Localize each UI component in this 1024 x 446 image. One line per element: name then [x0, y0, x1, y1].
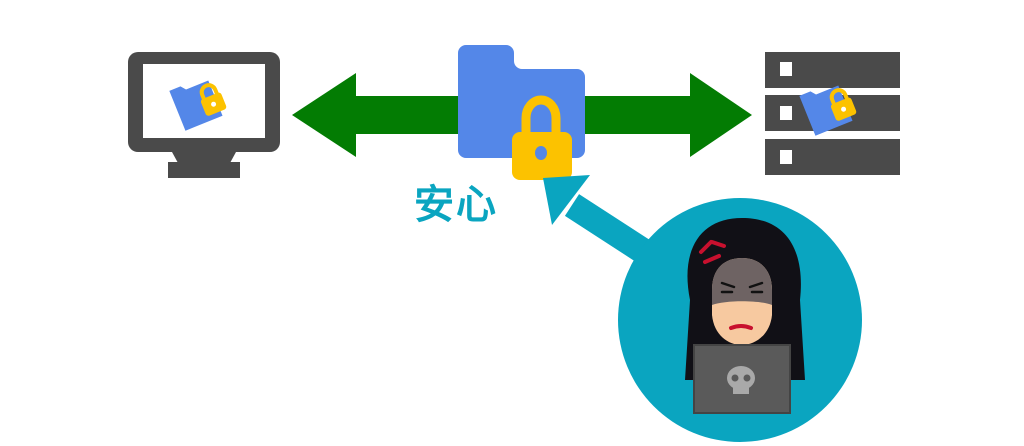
server-icon	[765, 52, 900, 175]
small-locked-folder-icon	[799, 85, 857, 136]
hacker-icon	[618, 198, 862, 442]
locked-folder-icon	[458, 45, 585, 180]
skull-icon	[727, 366, 755, 394]
monitor-icon	[128, 52, 280, 178]
small-locked-folder-icon	[169, 80, 227, 131]
safe-label: 安心	[414, 182, 498, 228]
